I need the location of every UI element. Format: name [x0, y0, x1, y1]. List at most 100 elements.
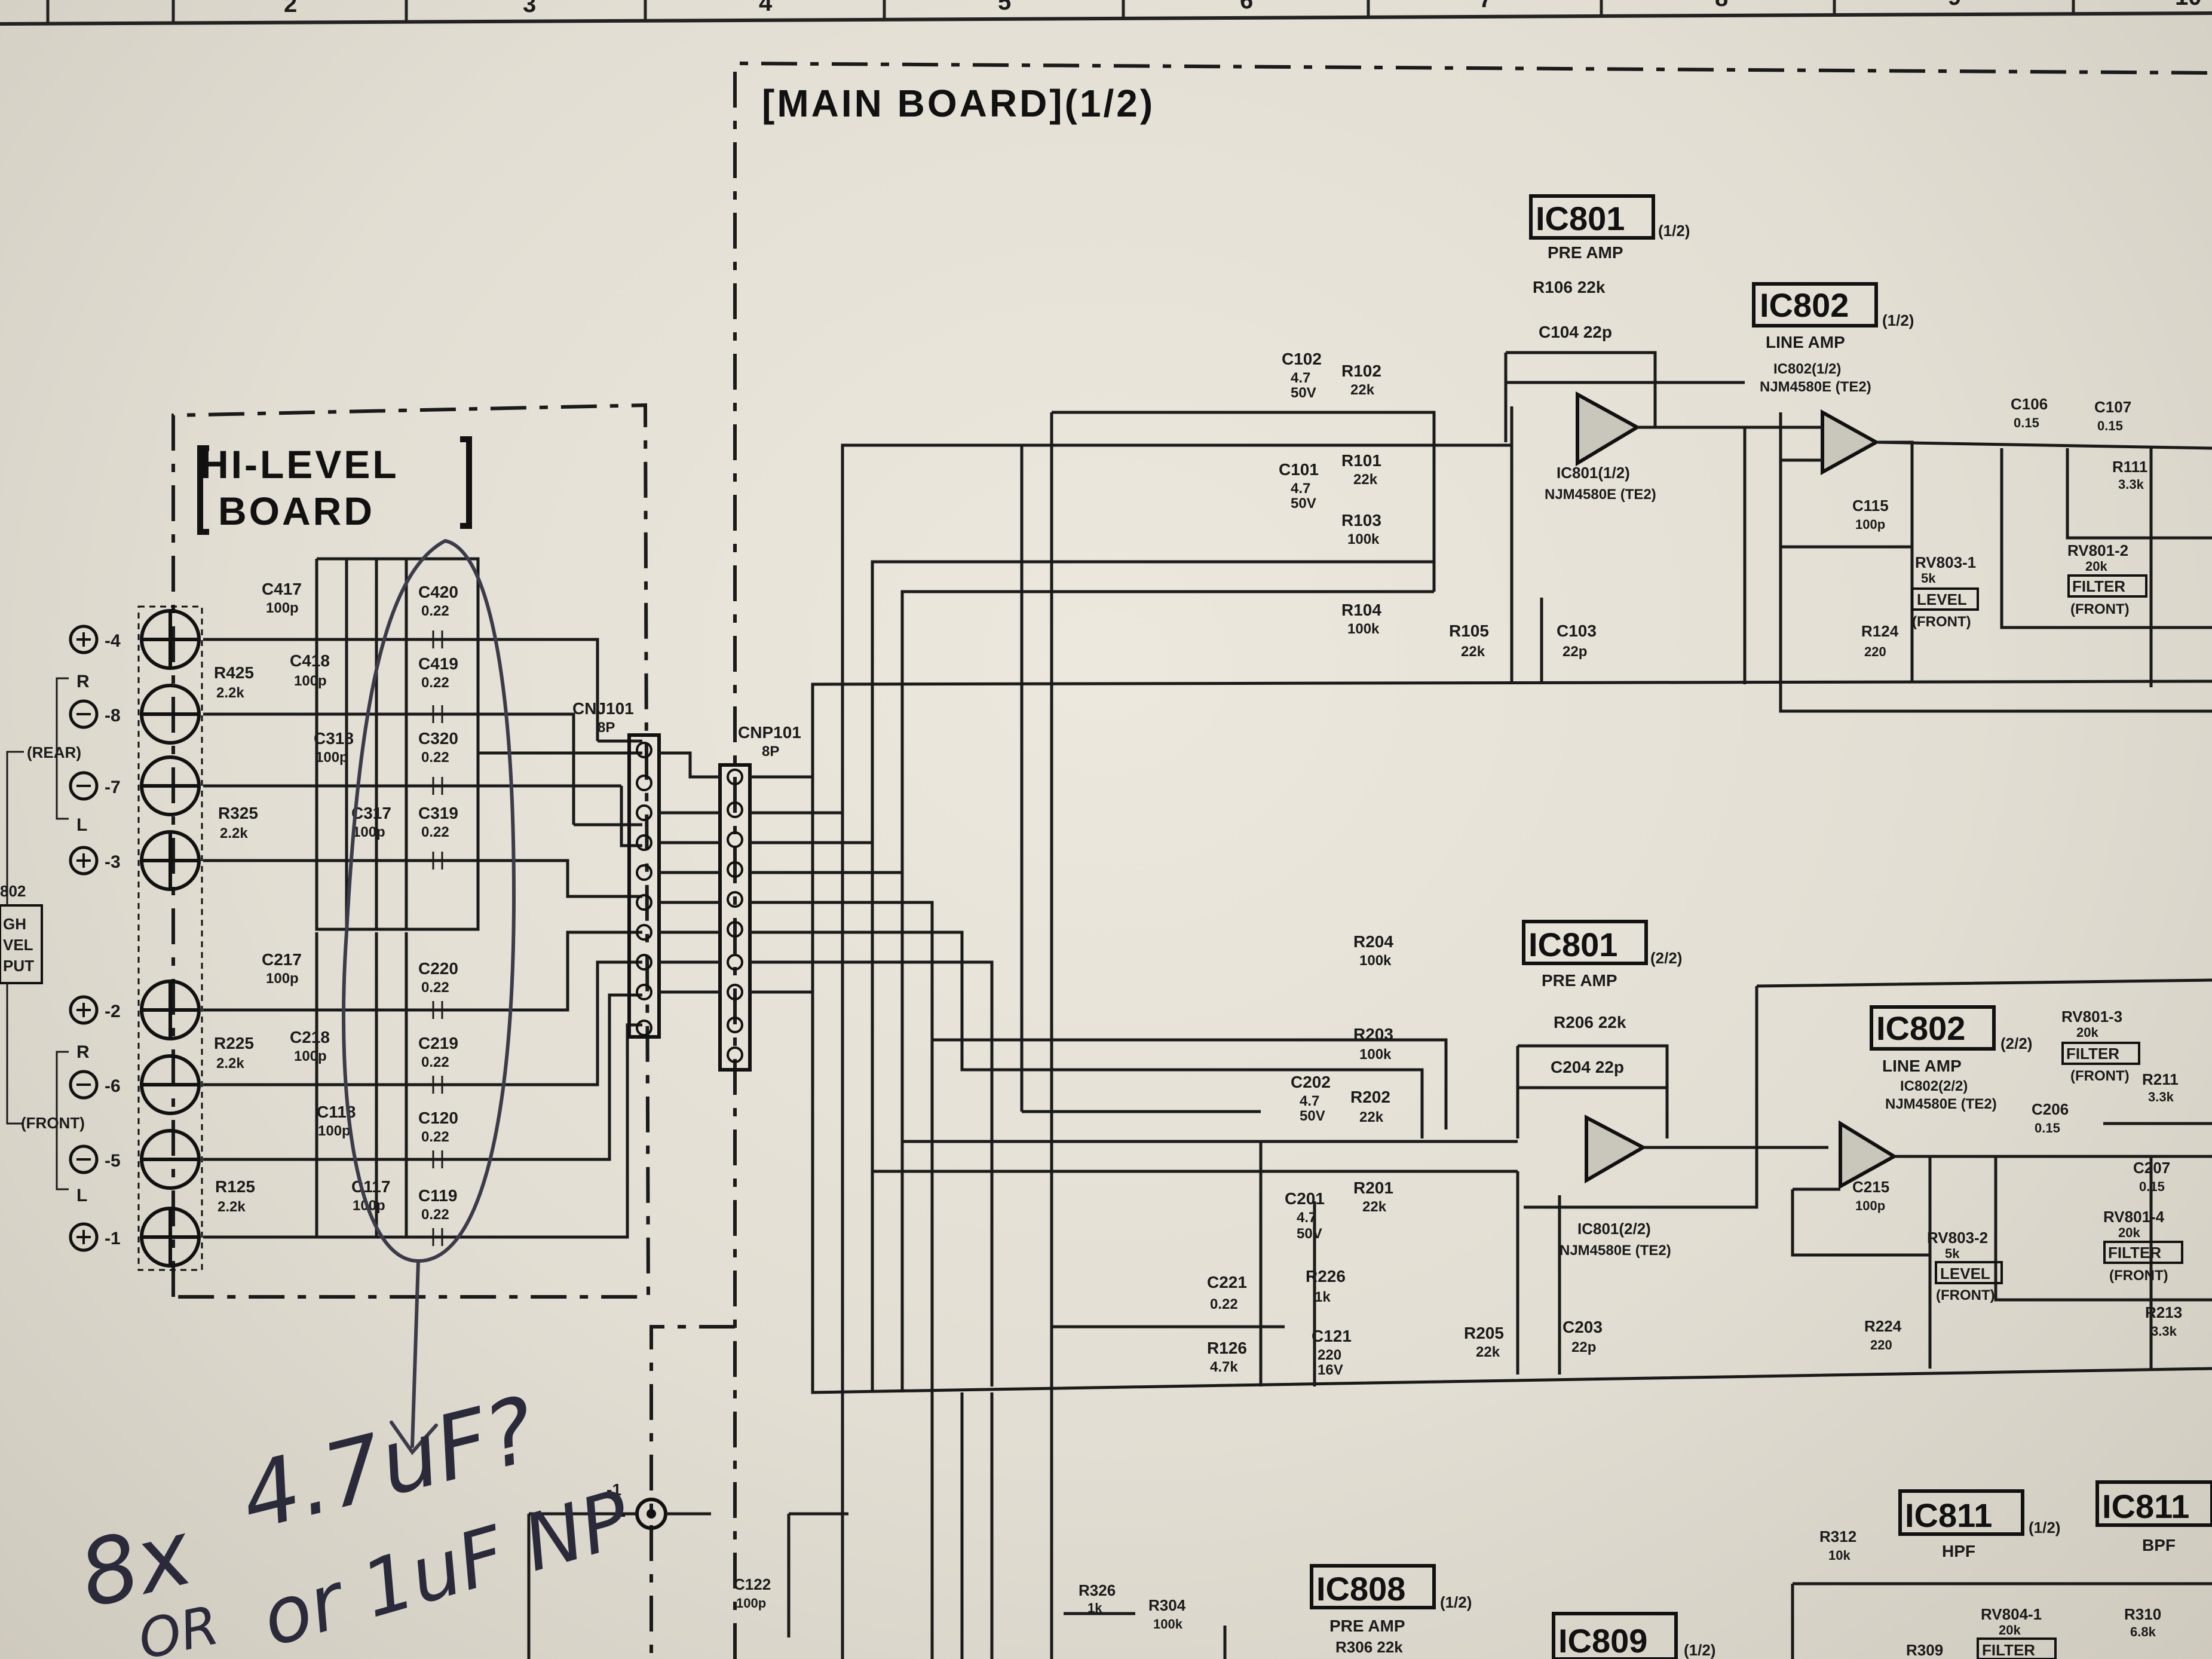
c206: C206: [2032, 1100, 2069, 1118]
connector-contact: [727, 1046, 743, 1063]
r205: R205: [1464, 1324, 1504, 1342]
r106: R106 22k: [1533, 278, 1606, 296]
bottom-l: L: [615, 1502, 626, 1520]
terminal-pin: -4: [69, 609, 201, 670]
ic801-top-model: NJM4580E (TE2): [1545, 486, 1656, 503]
c218v: 100p: [294, 1048, 327, 1064]
c206v: 0.15: [2035, 1121, 2060, 1135]
ic802-top-chip: IC802(1/2): [1773, 361, 1841, 377]
filter-label-3: FILTER: [2108, 1244, 2161, 1262]
r225: R225: [214, 1034, 254, 1052]
c221: C221: [1207, 1273, 1247, 1291]
r309: R309: [1906, 1641, 1943, 1659]
c119: C119: [418, 1186, 457, 1205]
pin-number: -7: [105, 778, 121, 797]
connectors: CNJ101 8P CNP101 8P: [572, 699, 801, 1072]
col-num: 4: [759, 0, 773, 16]
r126v: 4.7k: [1210, 1359, 1238, 1375]
connector-contact: [636, 742, 652, 758]
filter-label-2: FILTER: [2066, 1045, 2119, 1063]
r102v: 22k: [1350, 382, 1375, 398]
c118v: 100p: [318, 1123, 351, 1139]
rv804-1v: 20k: [1999, 1623, 2021, 1637]
c120: C120: [418, 1109, 458, 1127]
ic808-part: (1/2): [1440, 1593, 1472, 1611]
r103: R103: [1341, 511, 1381, 529]
ic809-part: (1/2): [1684, 1641, 1715, 1659]
filter-label-4: FILTER: [1982, 1641, 2035, 1659]
c317v: 100p: [353, 824, 385, 840]
r105: R105: [1449, 622, 1489, 640]
r326v: 1k: [1087, 1600, 1102, 1615]
c221v: 0.22: [1210, 1296, 1238, 1312]
col-num: 9: [1948, 0, 1961, 10]
ic802-bot-model: NJM4580E (TE2): [1885, 1096, 1997, 1112]
r224v: 220: [1870, 1337, 1892, 1352]
c218: C218: [290, 1028, 330, 1046]
ic808-name: IC808: [1316, 1570, 1405, 1608]
r211v: 3.3k: [2148, 1089, 2174, 1104]
ic801-bot-model: NJM4580E (TE2): [1560, 1242, 1671, 1259]
c106v: 0.15: [2014, 415, 2039, 430]
c107: C107: [2094, 398, 2131, 416]
c102: C102: [1282, 350, 1322, 368]
ic802-bot-name: IC802: [1876, 1009, 1965, 1047]
r312v: 10k: [1828, 1548, 1851, 1563]
pencil-annotation: 4.7uF? 8x or 1uF NP OR: [70, 538, 640, 1659]
rl-l1: L: [76, 815, 87, 835]
r211: R211: [2142, 1070, 2179, 1088]
cnj101-label: CNJ101: [572, 699, 634, 718]
ic801-top-part: (1/2): [1658, 222, 1690, 240]
main-board-boundary: [MAIN BOARD](1/2): [649, 61, 2212, 1659]
c217: C217: [262, 950, 302, 969]
side-put: PUT: [3, 957, 34, 975]
c201b: 50V: [1297, 1226, 1322, 1242]
c202: C202: [1291, 1073, 1331, 1091]
col-num: 7: [1479, 0, 1492, 13]
connector-contact: [636, 894, 652, 911]
r306: R306 22k: [1335, 1638, 1403, 1656]
connector-contact: [727, 769, 743, 785]
ic811b-desc: BPF: [2142, 1536, 2176, 1554]
c101: C101: [1279, 460, 1319, 479]
c122v: 100p: [736, 1596, 766, 1611]
r206: R206 22k: [1554, 1013, 1626, 1031]
rv803-1: RV803-1: [1915, 553, 1976, 571]
front-label-1: (FRONT): [1912, 614, 1971, 630]
connector-contact: [727, 831, 743, 848]
c117: C117: [351, 1177, 390, 1196]
r312: R312: [1819, 1528, 1856, 1545]
ic801-top-name: IC801: [1536, 200, 1625, 237]
pin-number: -8: [105, 706, 121, 726]
c317: C317: [351, 804, 391, 822]
r201: R201: [1353, 1179, 1393, 1197]
r104: R104: [1341, 601, 1381, 619]
cnp101-label: CNP101: [738, 723, 801, 742]
c121b: 16V: [1318, 1362, 1343, 1378]
c122: C122: [734, 1575, 771, 1593]
connector-contact: [727, 954, 743, 971]
r226v: 1k: [1315, 1289, 1331, 1305]
c215: C215: [1852, 1178, 1889, 1196]
c207v: 0.15: [2139, 1179, 2165, 1194]
r124v: 220: [1864, 644, 1886, 659]
r111: R111: [2112, 458, 2147, 476]
rl-r2: R: [76, 1042, 90, 1062]
terminal-pin: -7: [69, 755, 201, 816]
r326: R326: [1079, 1581, 1116, 1599]
c417v: 100p: [266, 600, 299, 616]
plus-icon: [69, 625, 99, 654]
main-board-title: [MAIN BOARD](1/2): [762, 82, 1155, 125]
rv803-2: RV803-2: [1927, 1229, 1988, 1247]
ic801-bot-desc: PRE AMP: [1542, 971, 1617, 990]
c319: C319: [418, 804, 458, 822]
c207: C207: [2133, 1159, 2170, 1177]
c203v: 22p: [1571, 1339, 1596, 1355]
c420: C420: [418, 583, 458, 601]
r104v: 100k: [1347, 621, 1380, 637]
hi-level-title-2: BOARD: [218, 489, 375, 533]
r103v: 100k: [1347, 531, 1380, 547]
minus-icon: [69, 699, 99, 729]
front-label-2: (FRONT): [2070, 601, 2130, 617]
